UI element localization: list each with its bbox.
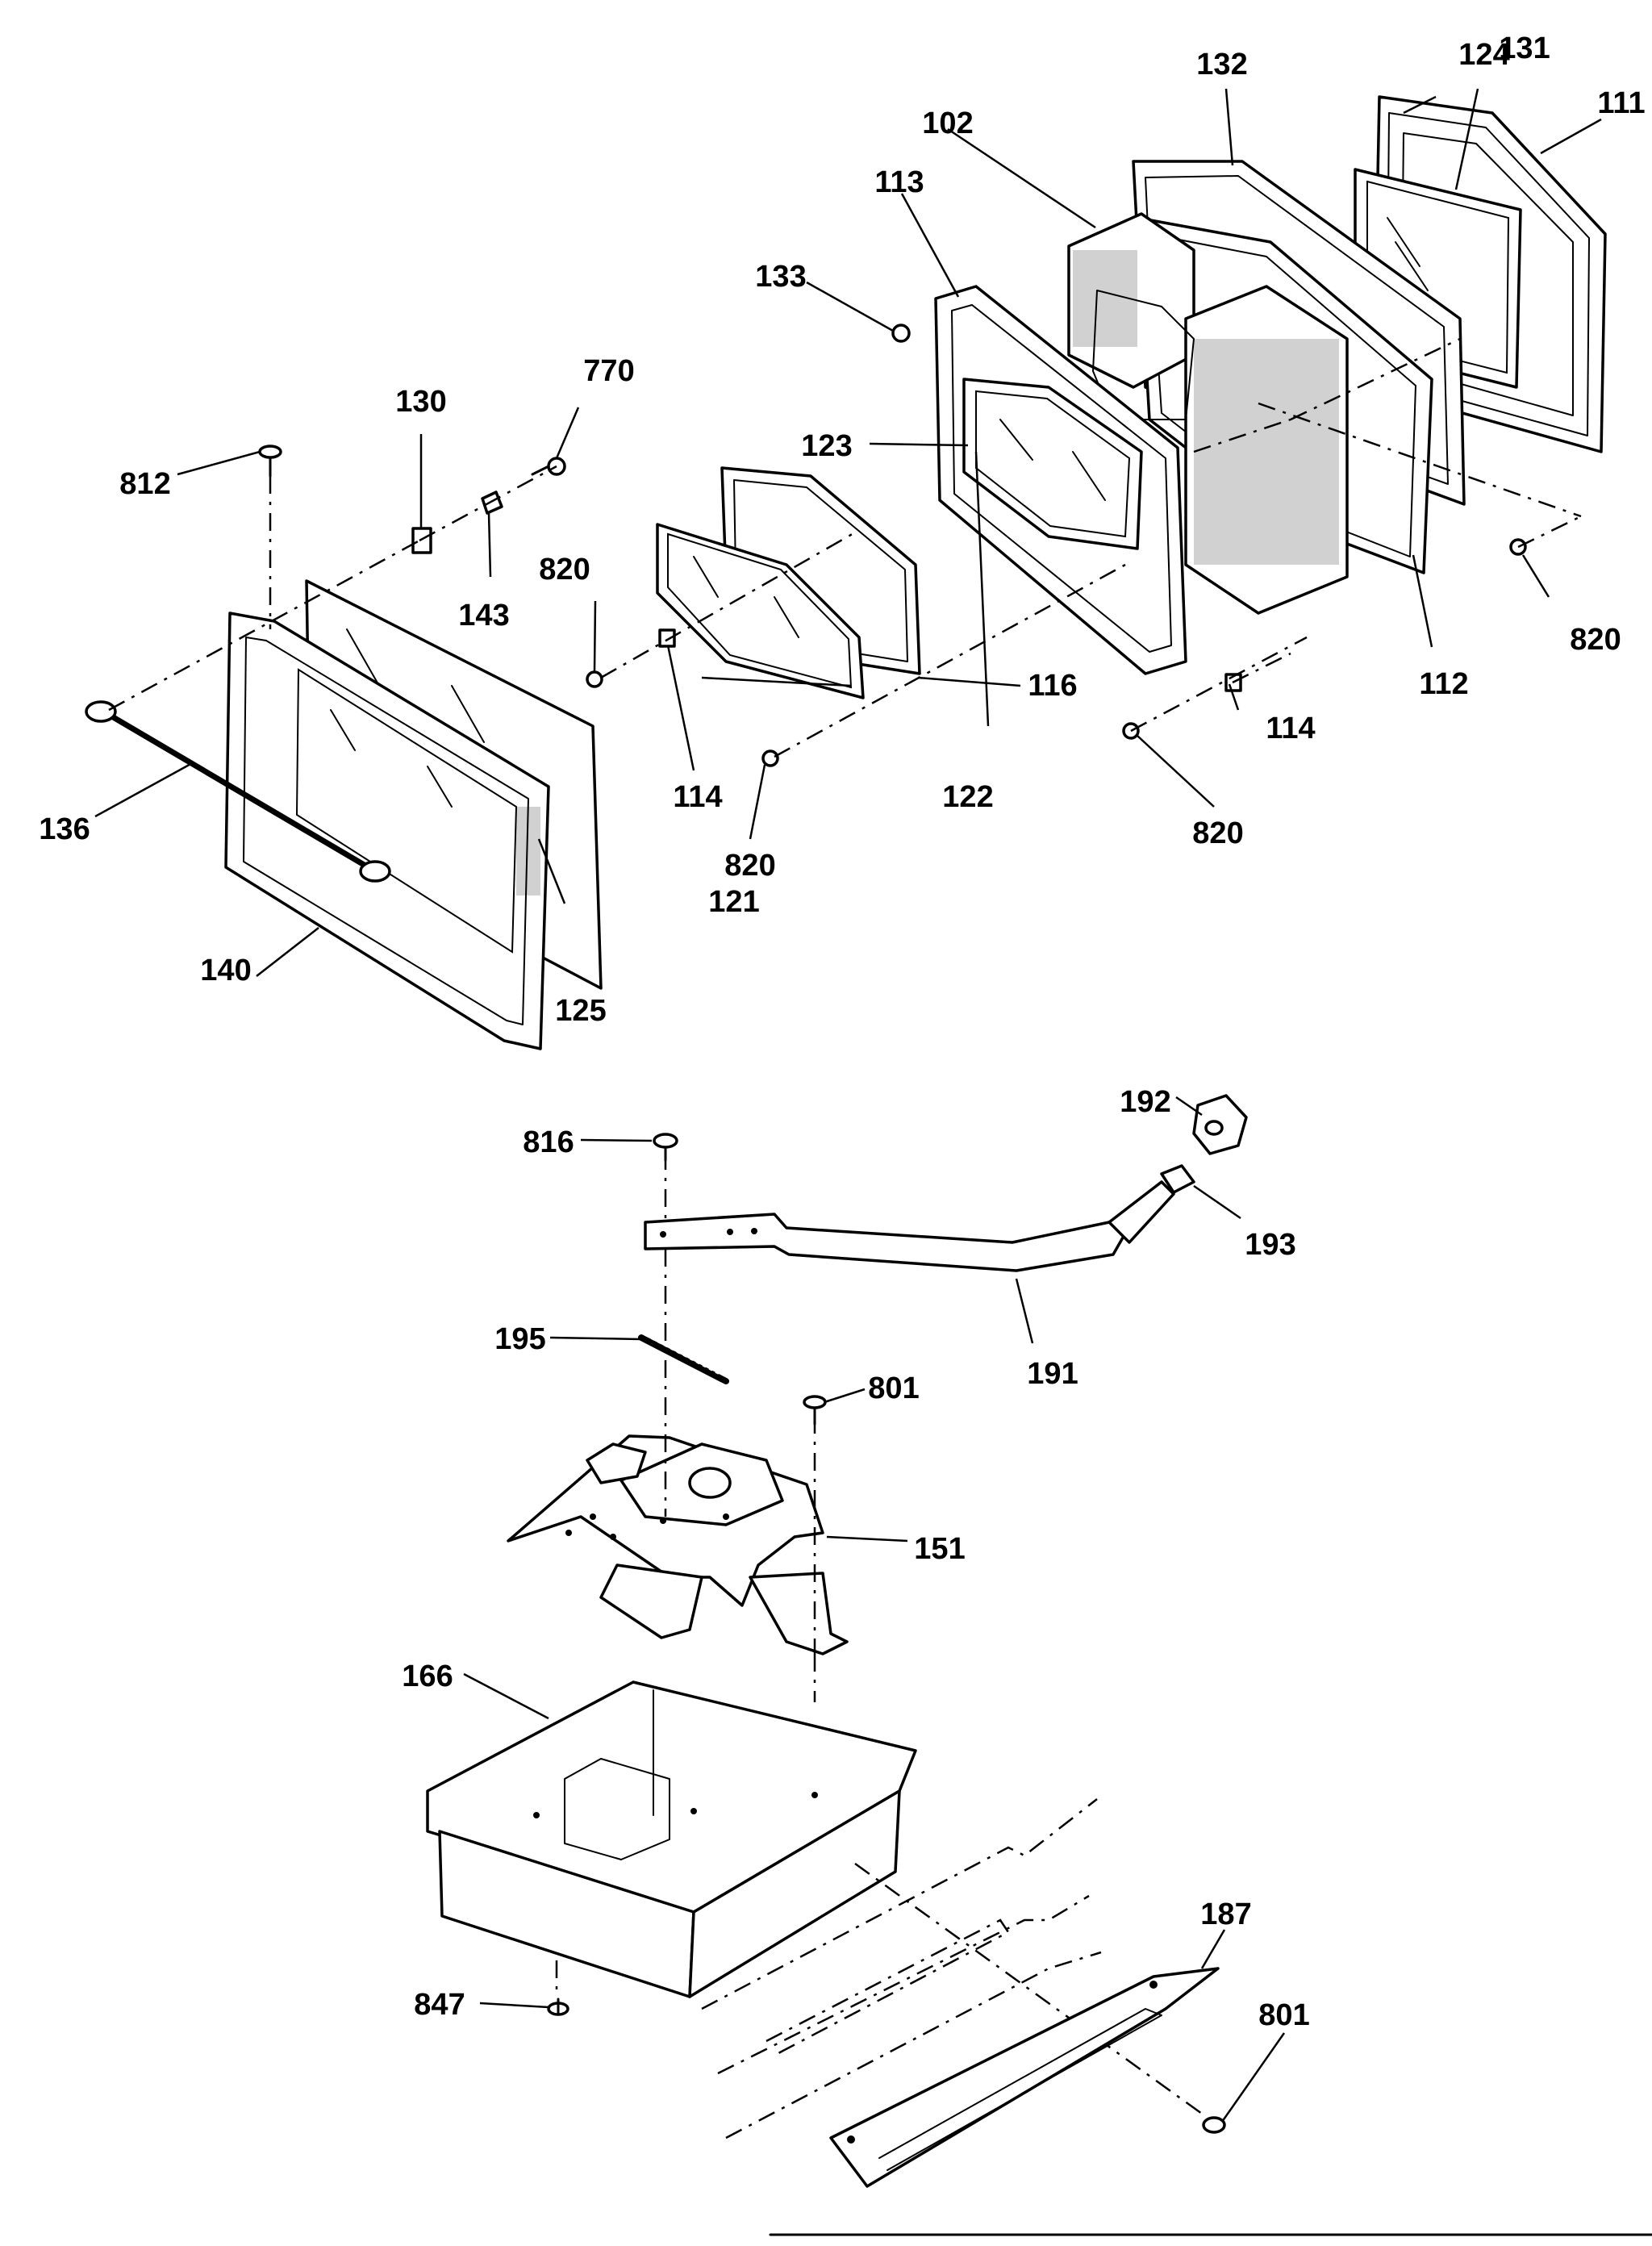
callout-111: 111	[1597, 86, 1645, 120]
callout-131: 131	[1499, 31, 1550, 65]
callout-816: 816	[523, 1125, 574, 1159]
callout-801-latch: 801	[868, 1371, 919, 1405]
callout-820-lower-right: 820	[1192, 816, 1243, 850]
callout-123: 123	[801, 429, 852, 463]
part-195-spring	[638, 1334, 729, 1384]
callout-143: 143	[458, 599, 509, 632]
hardware-parts-top	[258, 324, 1527, 767]
callout-112: 112	[1419, 667, 1468, 701]
callout-124: 124	[1458, 38, 1509, 72]
leader-lines	[94, 88, 1602, 2123]
callout-136: 136	[39, 812, 90, 846]
callout-166: 166	[402, 1659, 453, 1693]
callout-820-lower-left: 820	[724, 849, 775, 883]
callout-192: 192	[1120, 1085, 1170, 1119]
part-122-glass	[656, 523, 865, 699]
callout-151: 151	[914, 1532, 965, 1566]
callout-122: 122	[942, 780, 993, 814]
callout-114-left: 114	[673, 780, 722, 814]
hardware-parts-latch	[653, 1133, 827, 1426]
callout-187: 187	[1200, 1897, 1251, 1931]
alignment-lines-latch	[664, 1152, 816, 1702]
part-140-outer-door	[224, 612, 550, 1050]
callout-labels: 102 111 112 113 114 114 116 121 122 123 …	[39, 31, 1645, 2032]
part-136-handle	[85, 700, 391, 883]
callout-130: 130	[395, 385, 446, 419]
callout-770: 770	[583, 354, 634, 388]
callout-847: 847	[414, 1988, 465, 2022]
part-191-latch-arm	[644, 1180, 1175, 1272]
part-193-clip	[1160, 1164, 1195, 1194]
callout-195: 195	[494, 1322, 545, 1356]
callout-140: 140	[200, 954, 251, 987]
callout-113: 113	[874, 165, 924, 199]
callout-102: 102	[922, 106, 973, 140]
range-outline	[555, 1798, 1203, 2140]
callout-121: 121	[708, 885, 759, 919]
alignment-lines-top	[108, 337, 1582, 758]
callout-812: 812	[119, 467, 170, 501]
callout-133: 133	[755, 260, 806, 294]
callout-820-right: 820	[1570, 623, 1621, 657]
callout-114-right: 114	[1266, 712, 1315, 745]
callout-801-lower: 801	[1258, 1998, 1309, 2032]
callout-820-upper-left: 820	[539, 553, 590, 587]
callout-193: 193	[1245, 1228, 1295, 1262]
part-102-insulation	[1067, 212, 1349, 615]
hardware-parts-lower	[547, 1998, 1226, 2134]
part-192-latch-knob	[1192, 1094, 1248, 1155]
callout-132: 132	[1196, 48, 1247, 81]
callout-125: 125	[555, 994, 606, 1028]
part-166-shield	[426, 1680, 917, 1998]
part-151-latch-mechanism	[507, 1434, 849, 1655]
callout-191: 191	[1027, 1357, 1078, 1391]
callout-116: 116	[1028, 669, 1077, 703]
part-187-trim-strip	[829, 1967, 1220, 2188]
